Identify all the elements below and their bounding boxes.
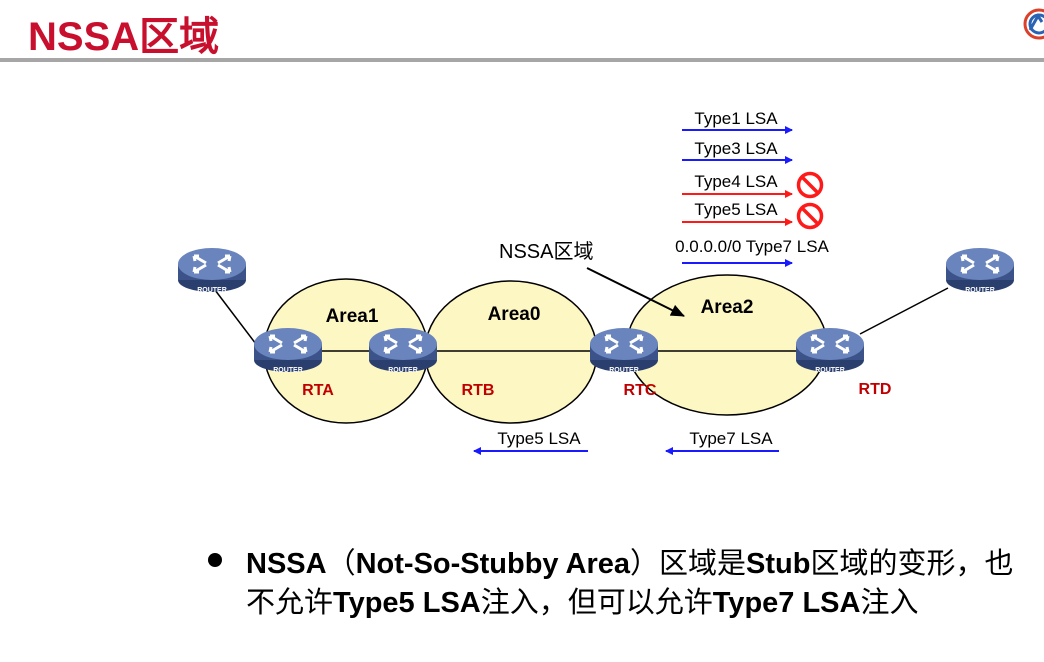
nssa-callout-arrow bbox=[586, 267, 685, 317]
router-icon-caption: ROUTER bbox=[197, 287, 227, 294]
router-rtd-icon bbox=[794, 326, 866, 374]
bullet-text: NSSA（Not-So-Stubby Area）区域是Stub区域的变形，也不允… bbox=[246, 548, 1014, 619]
router-label-rta: RTA bbox=[302, 382, 334, 399]
area-label-area0: Area0 bbox=[488, 304, 541, 325]
title-divider bbox=[0, 58, 1044, 62]
nssa-topology-diagram: ROUTER ROUTER ROUTER ROUTER ROUTER ROUTE… bbox=[176, 109, 1016, 455]
prohibited-icon bbox=[796, 171, 824, 199]
router-icon-caption: ROUTER bbox=[388, 367, 418, 374]
brand-logo-icon bbox=[1023, 8, 1044, 40]
lsa-label-type3: Type3 LSA bbox=[694, 139, 778, 158]
bullet-marker bbox=[208, 553, 222, 567]
lsa-label-type5: Type5 LSA bbox=[694, 200, 778, 219]
area0-ellipse bbox=[424, 280, 598, 424]
lsa-label-bottom-type5: Type5 LSA bbox=[497, 429, 581, 448]
router-label-rtd: RTD bbox=[859, 381, 892, 398]
link-rtd-ext2 bbox=[859, 287, 949, 335]
lsa-label-default-type7: 0.0.0.0/0 Type7 LSA bbox=[675, 237, 829, 256]
router-label-rtb: RTB bbox=[462, 382, 495, 399]
router-external-left-icon bbox=[176, 246, 248, 294]
router-icon-caption: ROUTER bbox=[815, 367, 845, 374]
router-icon-caption: ROUTER bbox=[965, 287, 995, 294]
lsa-label-type1: Type1 LSA bbox=[694, 109, 778, 128]
lsa-label-type4: Type4 LSA bbox=[694, 172, 778, 191]
area-label-area2: Area2 bbox=[701, 297, 754, 318]
nssa-callout-label: NSSA区域 bbox=[499, 240, 593, 263]
prohibited-icon bbox=[796, 202, 824, 230]
router-rtb-icon bbox=[367, 326, 439, 374]
router-rta-icon bbox=[252, 326, 324, 374]
lsa-label-bottom-type7: Type7 LSA bbox=[689, 429, 773, 448]
router-external-right-icon bbox=[944, 246, 1016, 294]
page-title: NSSA区域 bbox=[28, 15, 220, 59]
area-label-area1: Area1 bbox=[326, 306, 379, 327]
router-label-rtc: RTC bbox=[624, 382, 657, 399]
link-ext1-rta bbox=[214, 289, 263, 353]
router-rtc-icon bbox=[588, 326, 660, 374]
router-icon-caption: ROUTER bbox=[273, 367, 303, 374]
router-icon-caption: ROUTER bbox=[609, 367, 639, 374]
